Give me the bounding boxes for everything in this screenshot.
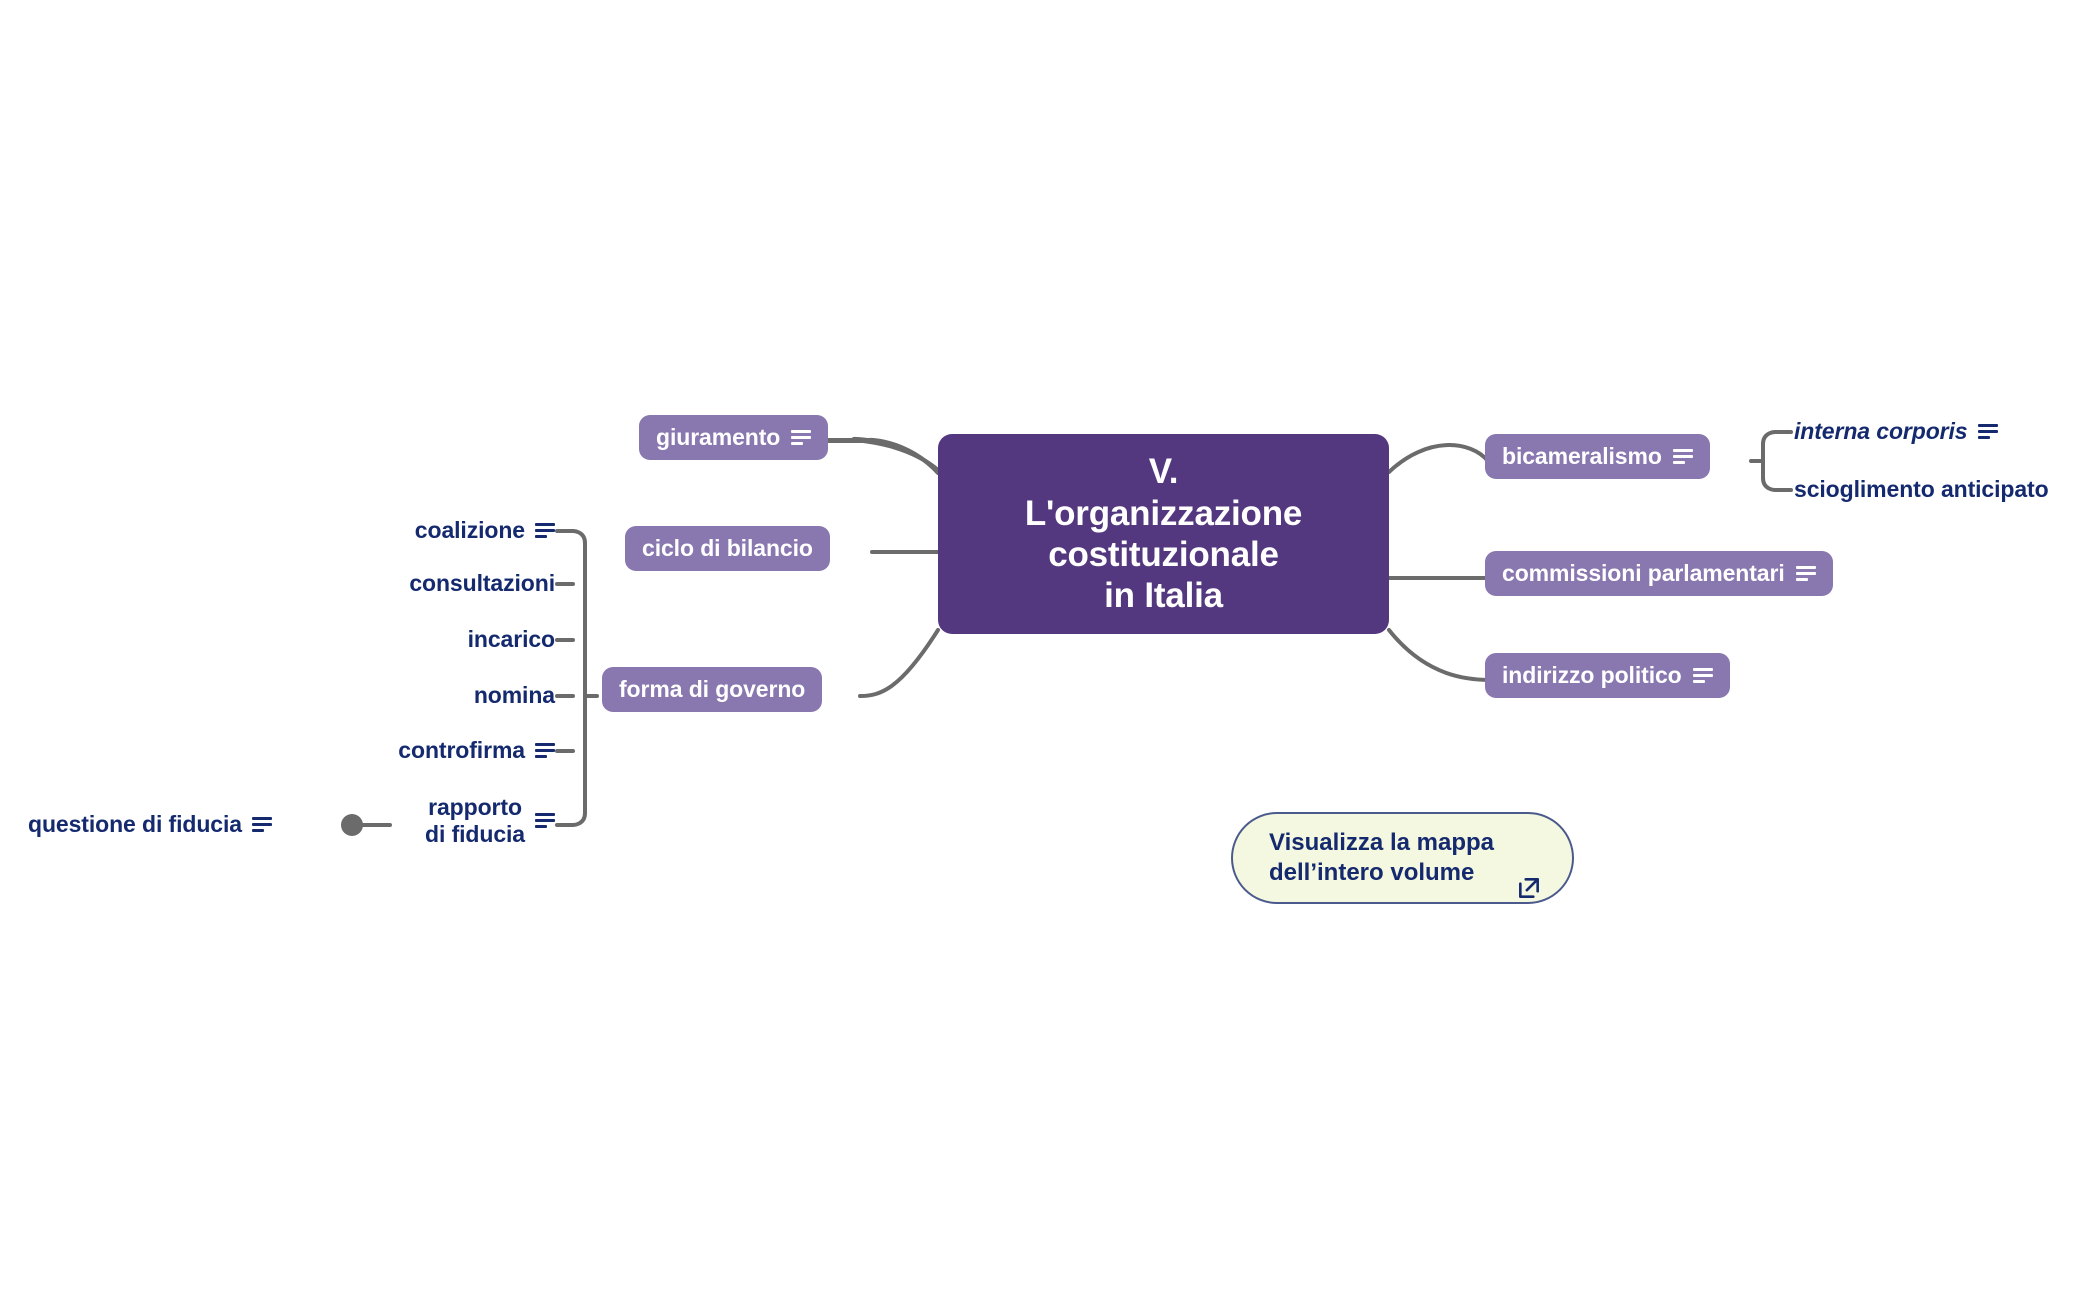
branch-label-giuramento: giuramento: [656, 424, 781, 450]
branch-node-bicameralismo[interactable]: bicameralismo: [1485, 434, 1710, 479]
leaf-node-nomina[interactable]: nomina: [240, 682, 555, 709]
leaf-label-incarico: incarico: [467, 626, 556, 652]
leaf-label-nomina: nomina: [473, 682, 555, 708]
view-whole-volume-label: Visualizza la mappa dell’intero volume: [1269, 829, 1494, 886]
note-lines-icon[interactable]: [535, 813, 555, 829]
branch-node-giuramento[interactable]: giuramento: [639, 415, 829, 460]
wire-central-indirizzo: [1387, 628, 1493, 682]
leaf-label-scioglimento-anticipato: scioglimento anticipato: [1794, 476, 2049, 502]
note-lines-icon[interactable]: [791, 430, 812, 445]
wire-central-giuramento-f: [868, 437, 940, 474]
wire-central-forma: [858, 628, 940, 698]
branch-label-indirizzo-politico: indirizzo politico: [1502, 662, 1682, 688]
leaf-label-coalizione: coalizione: [414, 517, 525, 543]
leaf-node-interna-corporis[interactable]: interna corporis: [1794, 418, 1998, 445]
branch-node-ciclo-di-bilancio[interactable]: ciclo di bilancio: [625, 526, 830, 571]
wire-central-giuramento-b: [861, 438, 940, 472]
leaf-label-questione-di-fiducia: questione di fiducia: [28, 811, 242, 837]
wire-forma-bracket: [571, 529, 587, 827]
note-lines-icon[interactable]: [535, 523, 555, 538]
central-node-label: V. L'organizzazione costituzionale in It…: [1024, 452, 1303, 616]
wire-central-giuramento: [851, 436, 940, 472]
note-lines-icon[interactable]: [1672, 449, 1693, 464]
leaf-node-rapporto-di-fiducia[interactable]: rapporto di fiducia: [240, 794, 555, 848]
branch-node-commissioni-parlamentari[interactable]: commissioni parlamentari: [1485, 551, 1833, 596]
wire-central-giuramento-d: [867, 437, 940, 475]
branch-label-bicameralismo: bicameralismo: [1502, 443, 1662, 469]
branch-label-ciclo-di-bilancio: ciclo di bilancio: [642, 535, 813, 561]
wire-bicameralismo-bracket: [1761, 430, 1777, 492]
leaf-label-controfirma: controfirma: [398, 737, 525, 763]
branch-node-indirizzo-politico[interactable]: indirizzo politico: [1485, 653, 1730, 698]
branch-label-forma-di-governo: forma di governo: [619, 676, 806, 702]
note-lines-icon[interactable]: [1977, 424, 1998, 439]
branch-label-commissioni-parlamentari: commissioni parlamentari: [1502, 560, 1785, 586]
note-lines-icon[interactable]: [1795, 566, 1816, 581]
leaf-label-interna-corporis: interna corporis: [1794, 418, 1968, 444]
leaf-node-questione-di-fiducia[interactable]: questione di fiducia: [28, 811, 272, 838]
view-whole-volume-button[interactable]: Visualizza la mappa dell’intero volume: [1231, 812, 1574, 904]
note-lines-icon[interactable]: [251, 817, 272, 832]
leaf-node-controfirma[interactable]: controfirma: [240, 737, 555, 764]
leaf-node-coalizione[interactable]: coalizione: [240, 517, 555, 544]
leaf-label-rapporto-di-fiducia: rapporto di fiducia: [425, 794, 525, 847]
note-lines-icon[interactable]: [535, 743, 555, 758]
central-node[interactable]: V. L'organizzazione costituzionale in It…: [938, 434, 1389, 634]
external-link-icon: [1516, 845, 1542, 898]
leaf-label-consultazioni: consultazioni: [409, 570, 555, 596]
leaf-node-incarico[interactable]: incarico: [240, 626, 556, 653]
leaf-node-consultazioni[interactable]: consultazioni: [240, 570, 555, 597]
wire-central-bicameralismo: [1387, 443, 1490, 474]
branch-node-forma-di-governo[interactable]: forma di governo: [602, 667, 823, 712]
leaf-node-scioglimento-anticipato[interactable]: scioglimento anticipato: [1794, 476, 2049, 503]
note-lines-icon[interactable]: [1692, 668, 1713, 683]
